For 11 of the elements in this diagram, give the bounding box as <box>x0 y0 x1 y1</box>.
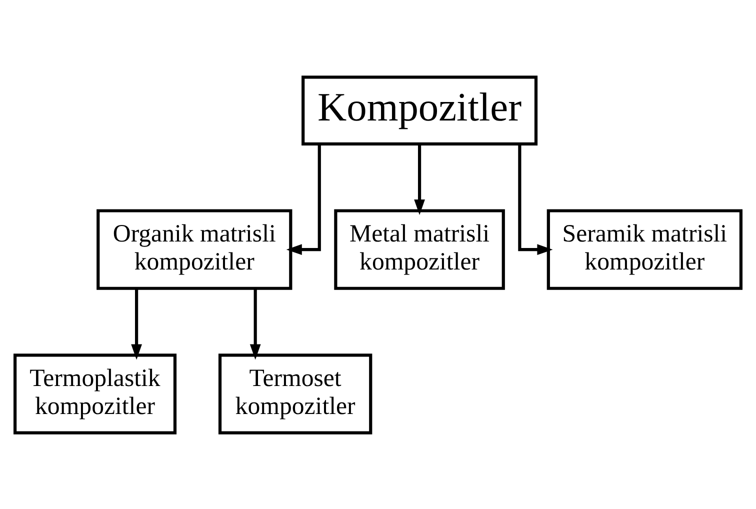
node-box: Kompozitler <box>302 75 538 146</box>
arrow <box>518 144 553 255</box>
node-box: Termoplastik kompozitler <box>14 353 177 434</box>
node-box: Organik matrisli kompozitler <box>96 208 292 290</box>
node-box: Termoset kompozitler <box>218 353 372 434</box>
arrow <box>131 288 142 360</box>
arrow <box>414 144 425 215</box>
arrow <box>250 288 261 360</box>
node-box: Metal matrisli kompozitler <box>334 208 505 290</box>
node-box: Seramik matrisli kompozitler <box>546 208 742 290</box>
arrow <box>286 144 321 255</box>
